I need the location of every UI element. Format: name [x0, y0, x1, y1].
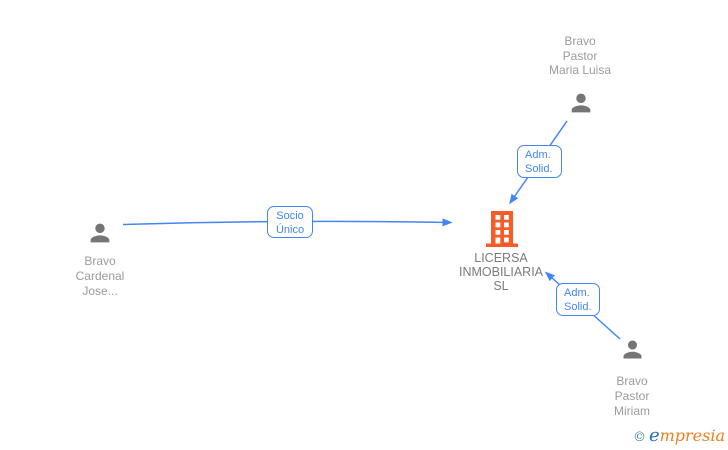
edge-label-socio-unico[interactable]: Socio Único — [267, 206, 313, 238]
empresia-logo[interactable]: ©empresia — [633, 427, 725, 447]
node-label-bravo-cardenal-jose: Bravo Cardenal Jose... — [75, 254, 125, 298]
edge-label-line: Adm. — [564, 287, 590, 299]
edge-label-adm-solid-top[interactable]: Adm. Solid. — [517, 145, 562, 178]
copyright-icon: © — [632, 430, 646, 445]
node-label-bravo-pastor-miriam: Bravo Pastor Miriam — [614, 374, 650, 418]
node-label-licersa-inmobiliaria-sl: LICERSA INMOBILIARIA SL — [458, 251, 544, 293]
person-icon — [623, 340, 642, 359]
node-bravo-pastor-maria-luisa[interactable] — [567, 89, 595, 117]
empresia-logo-text: mpresia — [659, 426, 725, 445]
node-label-bravo-pastor-maria-luisa: Bravo Pastor Maria Luisa — [548, 34, 612, 77]
edge-label-adm-solid-bottom[interactable]: Adm. Solid. — [556, 283, 600, 316]
edge-label-line: Adm. — [525, 149, 551, 161]
empresia-logo-initial: e — [648, 425, 660, 446]
node-bravo-pastor-miriam[interactable] — [619, 336, 646, 363]
node-bravo-cardenal-jose[interactable] — [86, 219, 114, 247]
building-icon — [486, 211, 518, 247]
edge-label-line: Socio — [276, 210, 304, 222]
edge-label-line: Único — [275, 224, 305, 236]
person-icon — [571, 93, 591, 113]
node-licersa-inmobiliaria-sl[interactable] — [486, 210, 518, 248]
person-icon — [90, 223, 110, 243]
edge-label-line: Solid. — [564, 301, 592, 313]
edge-label-line: Solid. — [525, 163, 553, 175]
